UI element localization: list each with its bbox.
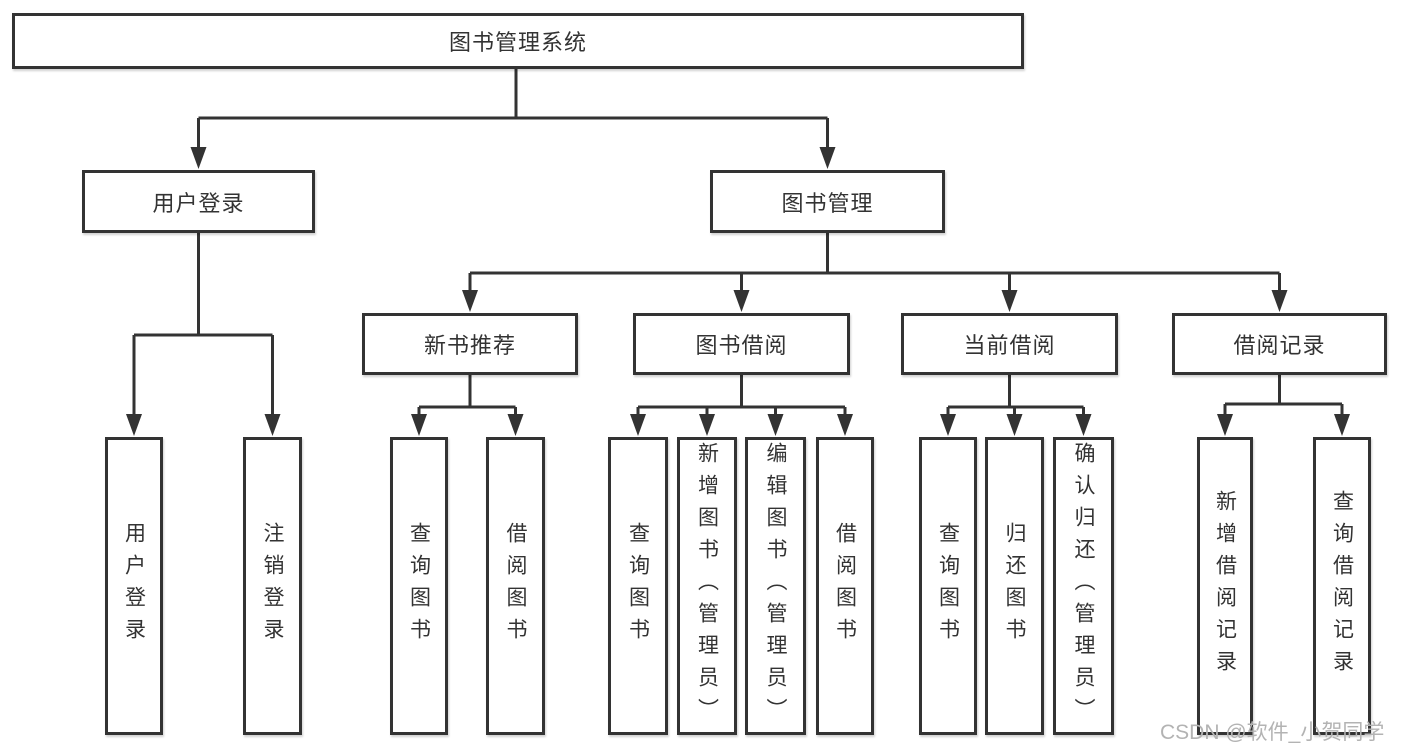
node-label: 当前借阅 (963, 333, 1056, 358)
node-label: 借阅记录 (1233, 333, 1326, 358)
node-label: 图书管理 (781, 190, 874, 216)
node-label: 图书借阅 (695, 333, 788, 358)
node-user-login: 用户登录 (82, 170, 315, 233)
node-label: 查询图书 (936, 522, 960, 650)
node-leaf-borrow-books-1: 借阅图书 (486, 437, 545, 735)
node-leaf-query-books-3: 查询图书 (919, 437, 977, 735)
node-label: 借阅图书 (833, 522, 857, 650)
node-leaf-user-login: 用户登录 (105, 437, 163, 735)
node-label: 查询图书 (626, 522, 650, 650)
node-leaf-logout: 注销登录 (243, 437, 302, 735)
node-label: 借阅图书 (504, 522, 527, 650)
node-label: 查询图书 (407, 522, 431, 650)
node-leaf-return-books: 归还图书 (985, 437, 1044, 735)
node-label: 新增图书（管理员） (695, 442, 719, 730)
node-label: 用户登录 (152, 190, 245, 216)
node-label: 查询借阅记录 (1330, 490, 1354, 682)
node-book-management: 图书管理 (710, 170, 945, 233)
node-leaf-add-borrow-record: 新增借阅记录 (1197, 437, 1253, 735)
node-leaf-query-borrow-record: 查询借阅记录 (1313, 437, 1371, 735)
node-label: 用户登录 (122, 522, 146, 650)
node-library-management-system: 图书管理系统 (12, 13, 1024, 69)
node-leaf-add-books-admin: 新增图书（管理员） (677, 437, 737, 735)
node-leaf-query-books-2: 查询图书 (608, 437, 668, 735)
node-leaf-query-books-1: 查询图书 (390, 437, 448, 735)
node-label: 确认归还（管理员） (1072, 442, 1095, 730)
node-leaf-borrow-books-2: 借阅图书 (816, 437, 874, 735)
node-label: 归还图书 (1003, 522, 1026, 650)
node-new-book-recommend: 新书推荐 (362, 313, 578, 375)
csdn-watermark: CSDN @软件_小贺同学 (1160, 721, 1385, 744)
node-book-borrow: 图书借阅 (633, 313, 850, 375)
node-label: 新增借阅记录 (1213, 490, 1237, 682)
node-leaf-edit-books-admin: 编辑图书（管理员） (745, 437, 806, 735)
node-label: 注销登录 (261, 522, 284, 650)
node-borrow-records: 借阅记录 (1172, 313, 1387, 375)
node-current-borrow: 当前借阅 (901, 313, 1118, 375)
node-label: 编辑图书（管理员） (764, 442, 787, 730)
node-label: 新书推荐 (423, 333, 516, 358)
node-label: 图书管理系统 (448, 30, 587, 55)
node-leaf-confirm-return-admin: 确认归还（管理员） (1053, 437, 1114, 735)
